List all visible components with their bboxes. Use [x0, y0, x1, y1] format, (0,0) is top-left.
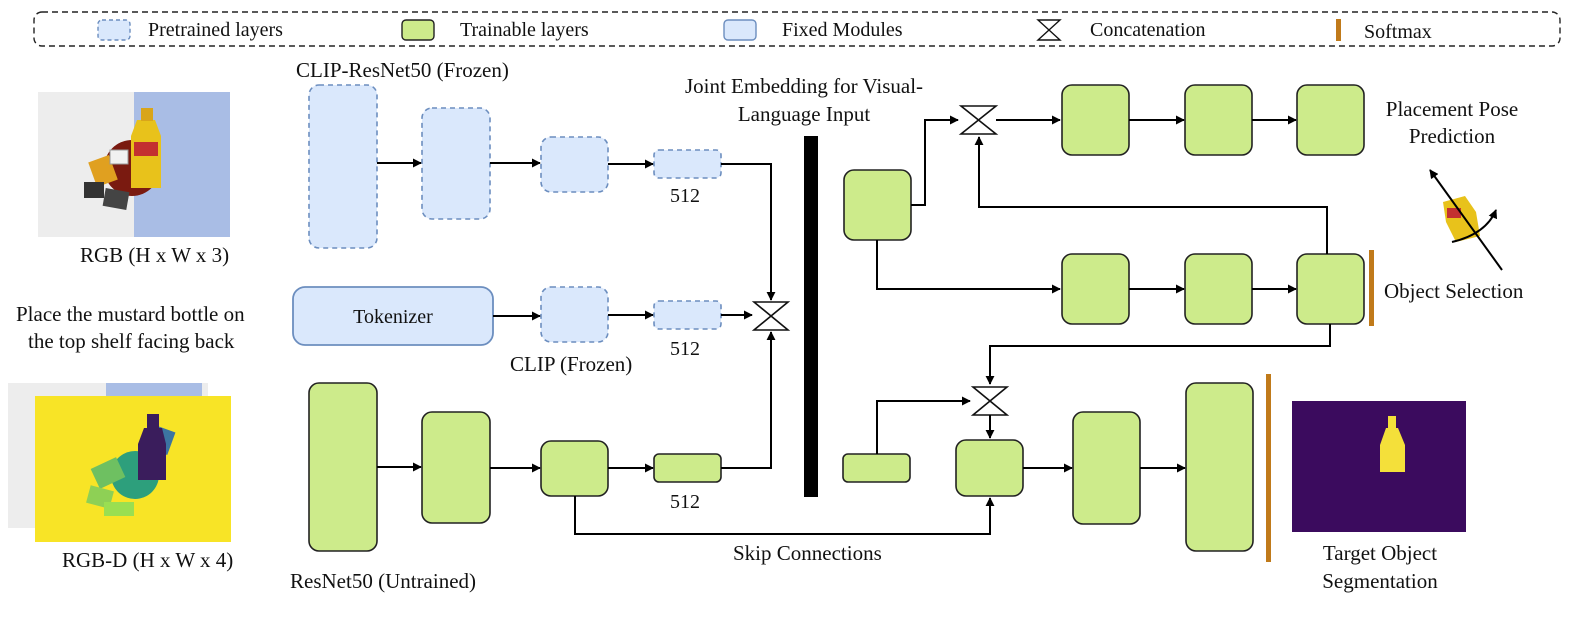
legend-fixed-swatch	[723, 19, 757, 41]
resnet-layer-1	[308, 382, 378, 552]
legend-pretrained-label: Pretrained layers	[148, 19, 283, 41]
instruction-line-2: the top shelf facing back	[28, 329, 235, 353]
clip-resnet-layer-3	[540, 136, 609, 193]
rgb-label: RGB (H x W x 3)	[80, 243, 229, 267]
segmentation-softmax	[1266, 374, 1271, 562]
legend-softmax-label: Softmax	[1364, 21, 1432, 43]
legend-fixed-label: Fixed Modules	[782, 19, 903, 41]
skip-connection-arrow	[574, 496, 995, 535]
instruction-line-1: Place the mustard bottle on	[16, 302, 245, 326]
legend: Pretrained layers Trainable layers Fixed…	[33, 11, 1561, 47]
clip-visual-embedding	[653, 149, 722, 179]
concatenation-icon	[958, 105, 999, 135]
joint-embedding-line-2: Language Input	[738, 102, 871, 126]
arrow-shared-to-concat-top	[911, 115, 959, 206]
segmentation-layer-2	[1072, 411, 1141, 525]
joint-embedding-line-1: Joint Embedding for Visual-	[685, 74, 923, 98]
segmentation-input-layer	[842, 453, 911, 483]
legend-trainable-label: Trainable layers	[460, 19, 589, 41]
mustard-bottle-icon	[1443, 196, 1480, 242]
selection-softmax	[1369, 250, 1374, 326]
segmentation-output-image	[1292, 401, 1466, 532]
dim-text-label: 512	[670, 338, 700, 360]
segmentation-layer-3	[1185, 382, 1254, 552]
resnet-label: ResNet50 (Untrained)	[290, 569, 476, 593]
concatenation-icon	[751, 301, 791, 331]
arrow-depth-to-concat	[721, 331, 776, 469]
placement-pose-line-2: Prediction	[1409, 124, 1496, 148]
placement-layer-1	[1061, 84, 1130, 156]
segmentation-line-2: Segmentation	[1322, 569, 1438, 593]
rgbd-label: RGB-D (H x W x 4)	[62, 548, 233, 572]
resnet-embedding	[653, 453, 722, 483]
tokenizer-label: Tokenizer	[353, 306, 433, 328]
concatenation-icon	[1036, 19, 1062, 41]
dim-visual-label: 512	[670, 185, 700, 207]
selection-layer-3	[1296, 253, 1365, 325]
head-shared-layer	[843, 169, 912, 241]
clip-resnet-layer-1	[308, 84, 378, 249]
clip-resnet-label: CLIP-ResNet50 (Frozen)	[296, 58, 509, 82]
object-selection-label: Object Selection	[1384, 279, 1524, 303]
rgbd-image	[8, 383, 231, 542]
arrow-shared-to-selection	[876, 240, 1061, 294]
placement-layer-2	[1184, 84, 1253, 156]
clip-text-layer	[540, 286, 609, 343]
segmentation-line-1: Target Object	[1323, 541, 1437, 565]
joint-embedding-bar	[804, 136, 818, 497]
placement-layer-3	[1296, 84, 1365, 156]
segmentation-layer-1	[955, 439, 1024, 497]
resnet-layer-2	[421, 411, 491, 524]
legend-pretrained-swatch	[97, 19, 131, 41]
rotation-arrow-icon	[1429, 169, 1503, 271]
arrow-seg-input-to-concat	[876, 396, 971, 454]
concatenation-icon	[970, 386, 1010, 416]
clip-label: CLIP (Frozen)	[510, 352, 632, 376]
skip-connections-label: Skip Connections	[733, 541, 882, 565]
clip-resnet-layer-2	[421, 107, 491, 220]
clip-text-embedding	[653, 300, 722, 330]
resnet-layer-3	[540, 440, 609, 497]
arrow-selection-to-concat-bottom	[985, 324, 1331, 385]
arrow-selection-to-concat-top	[974, 136, 1328, 254]
legend-softmax-swatch	[1336, 19, 1341, 41]
legend-trainable-swatch	[401, 19, 435, 41]
dim-depth-label: 512	[670, 491, 700, 513]
selection-layer-1	[1061, 253, 1130, 325]
selection-layer-2	[1184, 253, 1253, 325]
legend-frame	[33, 11, 1561, 47]
rgb-image	[38, 92, 230, 237]
legend-concat-label: Concatenation	[1090, 19, 1206, 41]
arrow-visual-to-concat	[721, 163, 776, 301]
placement-pose-line-1: Placement Pose	[1386, 97, 1518, 121]
